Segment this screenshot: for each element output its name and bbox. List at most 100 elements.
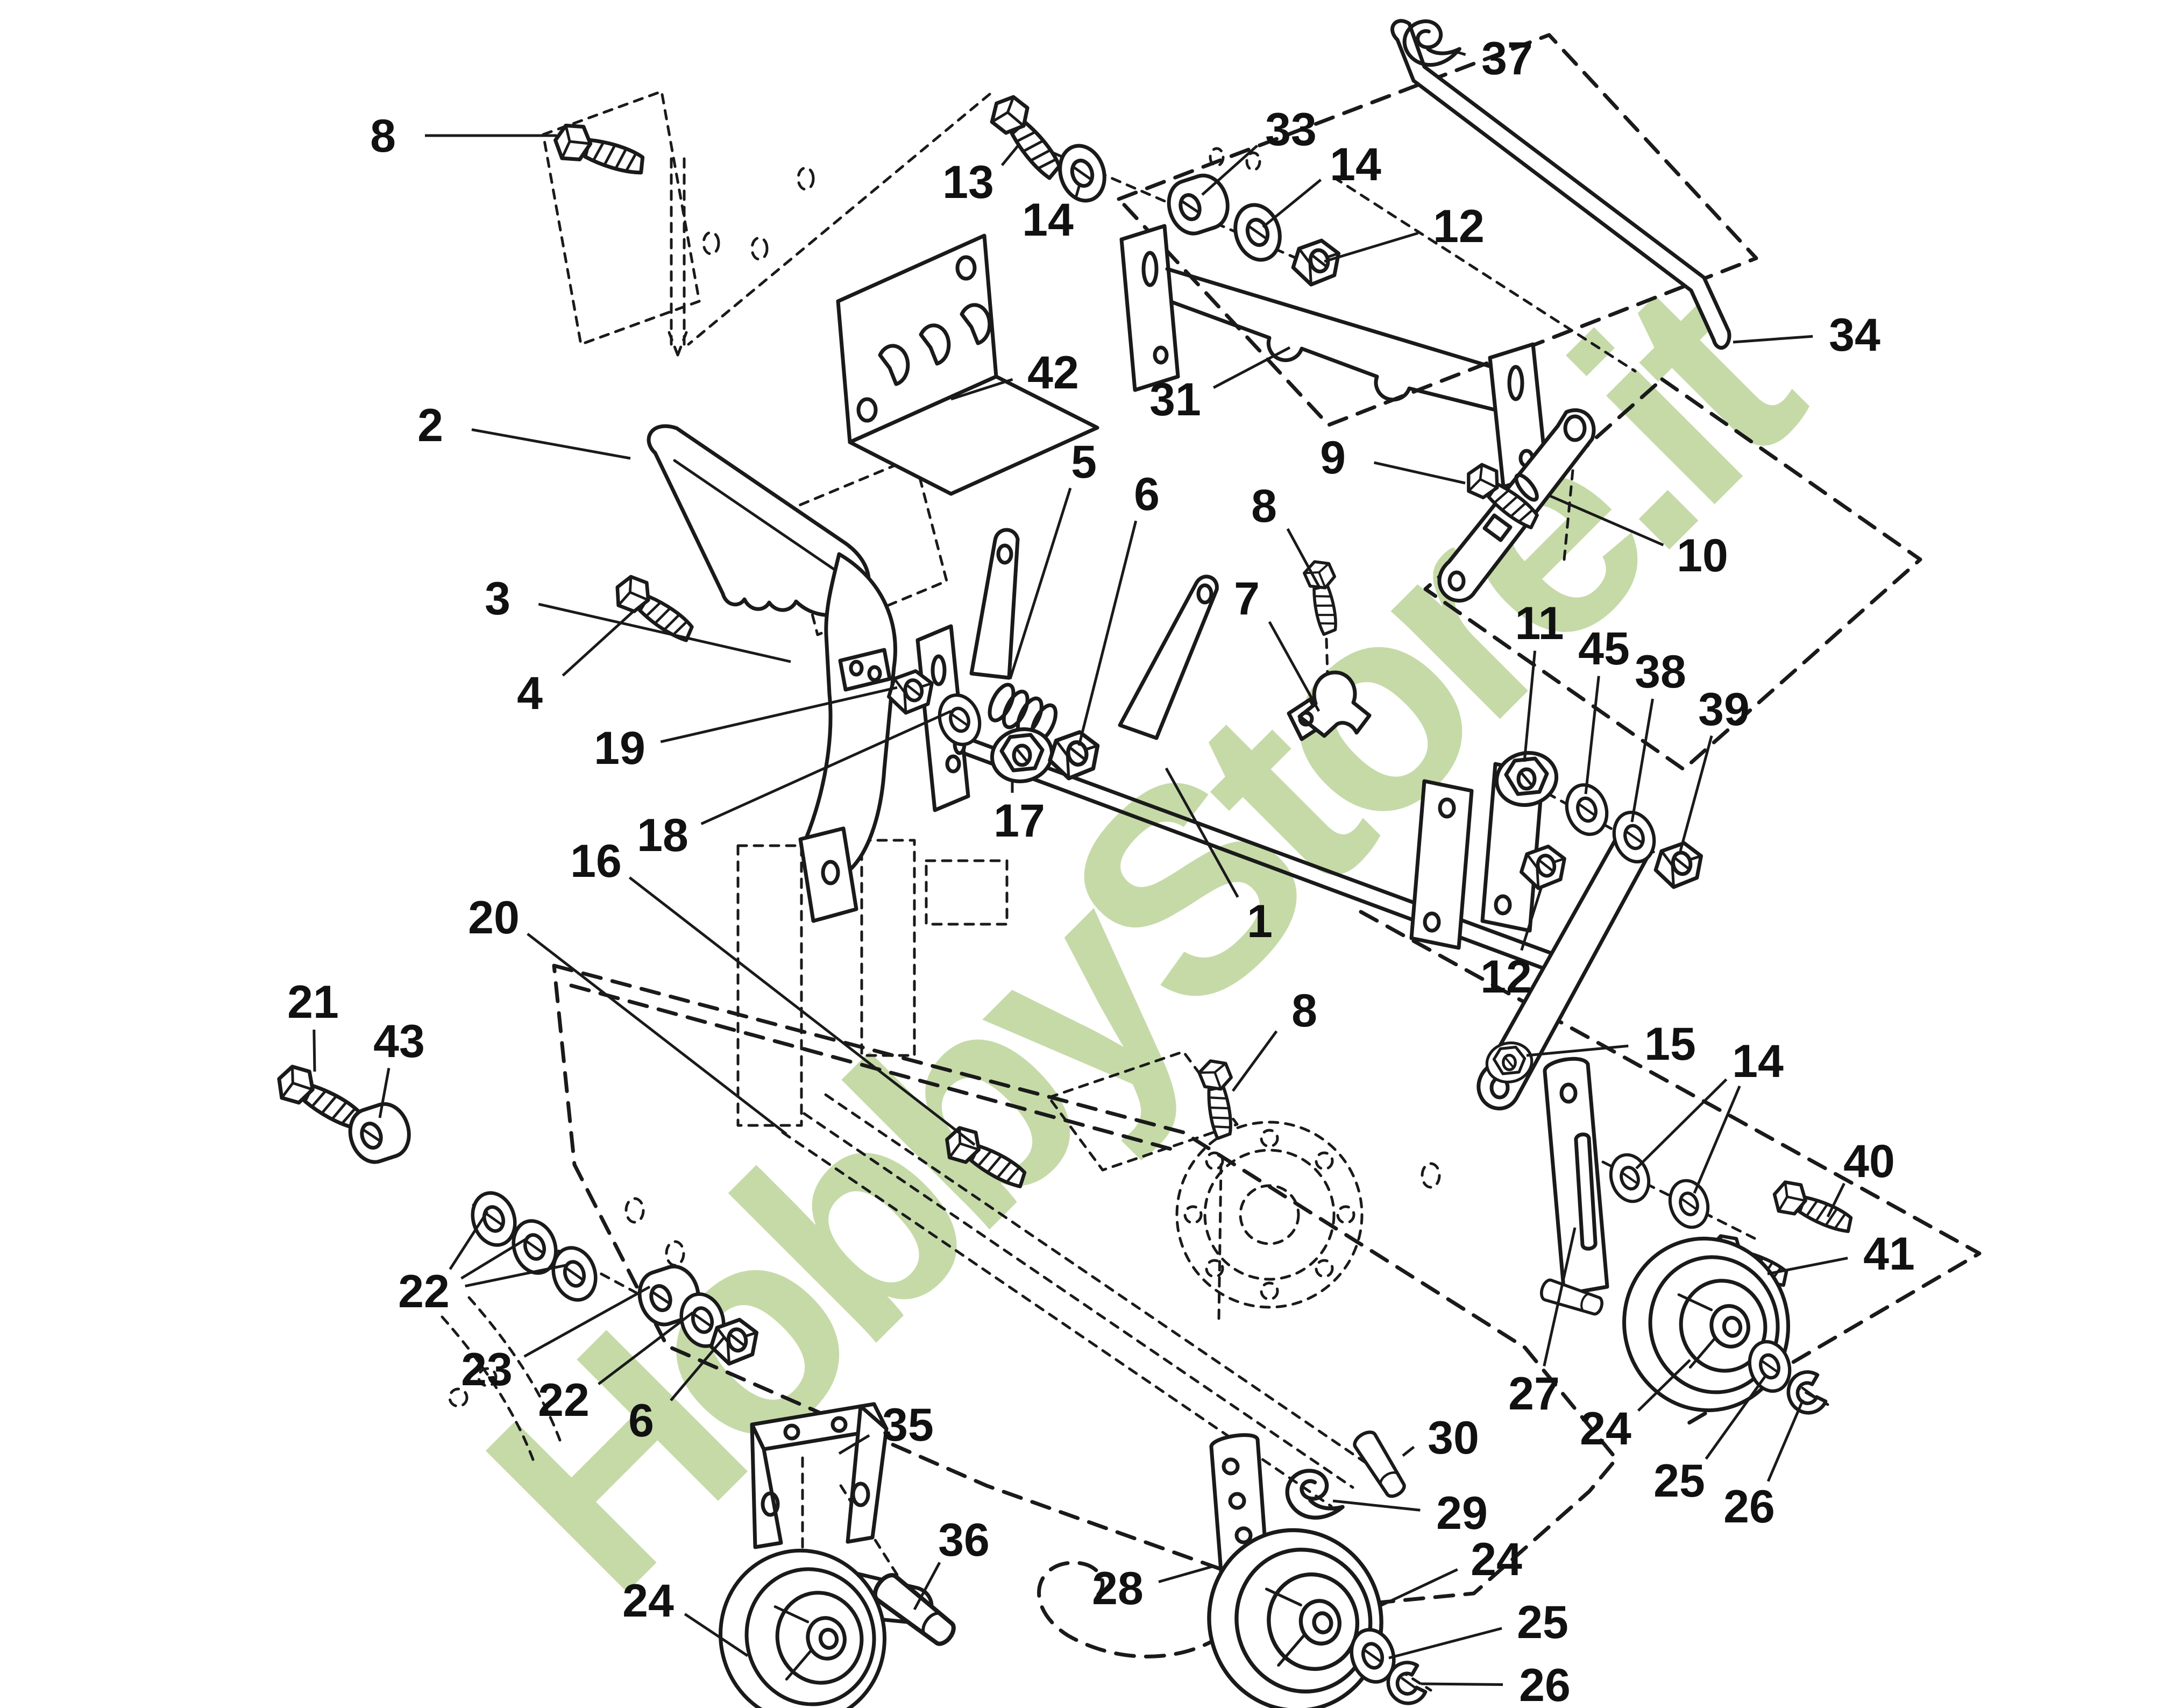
nut-39-icon [1651,840,1706,890]
leader-line-14-a [1074,182,1082,199]
leader-line-6-a [1077,520,1138,746]
callout-label-13: 13 [942,157,994,208]
leader-line-12-a [1324,231,1419,263]
callout-label-6-b: 6 [628,1395,654,1447]
callout-label-5: 5 [1071,436,1097,488]
leader-line-3 [538,603,791,663]
callout-label-30: 30 [1428,1412,1479,1464]
callout-label-40: 40 [1843,1136,1895,1187]
leader-line-37 [1455,50,1466,56]
phantom-panel-mid-right [1423,377,1922,771]
leader-line-22-a [460,1237,528,1280]
callout-label-12-b: 12 [1480,951,1532,1003]
callout-label-35: 35 [882,1399,934,1451]
leader-line-40 [1826,1182,1845,1218]
leader-line-22-a [449,1210,489,1270]
leader-line-42 [950,378,1013,401]
leader-line-11 [1523,650,1537,762]
phantom-box-right-of-handle [784,456,948,636]
callout-label-19: 19 [594,722,645,774]
leader-line-35 [838,1434,870,1455]
callout-label-4: 4 [517,668,543,719]
bolt-13-icon [985,90,1070,185]
leader-line-16 [628,876,976,1146]
callout-label-41: 41 [1863,1228,1915,1280]
lift-rod-34 [1390,19,1731,350]
handle-grip-2 [647,424,871,617]
leader-line-24-left [684,1613,749,1657]
leader-line-34 [1733,335,1813,344]
leader-line-33 [1201,145,1258,196]
mounting-bracket-42 [836,233,1099,496]
leader-line-2 [471,428,631,460]
callout-label-22-a: 22 [398,1266,450,1317]
callout-label-8-b: 8 [1251,480,1277,532]
callout-label-1: 1 [1247,896,1273,947]
callout-label-14-c: 14 [1732,1036,1784,1087]
leader-line-13 [1000,143,1020,166]
phantom-hanger-curves [441,1296,562,1463]
lift-lever-3 [798,552,897,923]
leader-line-15 [1526,1044,1629,1057]
leader-lines [313,50,1848,1686]
spacer-33-icon [1162,170,1234,239]
callout-label-2: 2 [417,400,443,451]
leader-line-21 [313,1029,316,1072]
nut-12a-icon [1289,238,1344,288]
gauge-wheel-24-right-icon [1606,1221,1806,1428]
callout-label-16: 16 [570,835,622,887]
callout-label-34: 34 [1829,309,1880,361]
hairpin-cotter-29-icon [1286,1469,1345,1520]
callout-label-17: 17 [993,795,1045,847]
callout-label-20: 20 [468,892,520,944]
callout-label-31: 31 [1149,374,1201,426]
leader-line-18 [700,710,952,825]
leader-line-8-c [1231,1030,1278,1092]
callout-label-12-a: 12 [1433,201,1485,252]
leader-line-28 [1158,1565,1213,1583]
leader-line-1 [1165,767,1239,898]
callout-label-25-mid: 25 [1517,1597,1568,1648]
leader-line-14-b [1262,179,1322,228]
callout-label-45: 45 [1578,623,1630,675]
callout-label-18: 18 [637,810,688,861]
leader-line-30 [1402,1445,1415,1457]
leader-line-36 [913,1562,941,1611]
phantom-panel-top-right [1117,33,1758,427]
callout-label-24-right: 24 [1580,1403,1631,1455]
leader-line-27 [1543,1227,1577,1367]
callout-label-24-left: 24 [622,1575,674,1627]
leader-line-25-mid [1388,1627,1502,1660]
leader-line-10 [1550,494,1664,547]
lift-rod-bracket-31 [1119,224,1549,489]
gauge-wheel-bracket-27 [1543,1057,1609,1296]
leader-line-19 [660,686,898,743]
callout-label-25-right: 25 [1653,1455,1705,1507]
callout-label-37: 37 [1481,33,1533,84]
callout-label-33: 33 [1265,104,1317,155]
leader-line-26-mid [1421,1682,1503,1686]
callout-label-22-b: 22 [538,1374,590,1426]
leader-line-9 [1374,461,1466,485]
callout-label-6-a: 6 [1134,469,1160,520]
wheel-fork-35 [750,1402,889,1549]
leader-line-23 [523,1285,651,1358]
callout-label-3: 3 [485,573,510,625]
callout-label-42: 42 [1027,347,1079,399]
leader-line-38 [1630,698,1654,823]
leader-line-20 [527,932,787,1135]
leader-line-8-b [1286,528,1321,587]
leader-line-43 [378,1067,391,1118]
leader-line-31 [1212,346,1291,389]
leader-line-5 [1009,487,1072,679]
callout-label-43: 43 [373,1016,425,1067]
leader-line-29 [1332,1499,1421,1512]
callout-label-39: 39 [1698,684,1750,735]
callout-label-11: 11 [1515,598,1564,649]
saddle-clamp-7 [1287,670,1372,741]
leader-line-22-a [465,1264,566,1288]
leader-line-25-right [1705,1375,1767,1460]
